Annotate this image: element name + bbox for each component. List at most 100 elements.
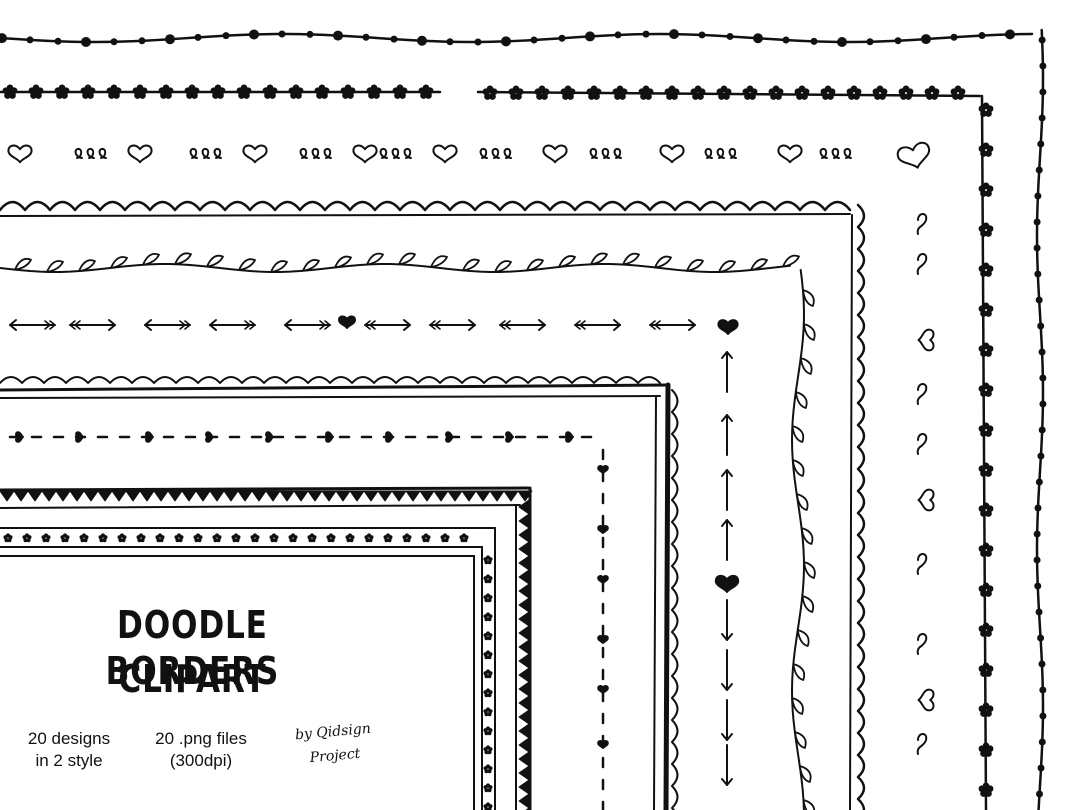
- heart-icon: [265, 431, 274, 443]
- leaf-icon: [238, 258, 256, 271]
- heart-icon: [325, 431, 334, 443]
- flower-icon: [898, 85, 914, 100]
- flower-icon: [136, 533, 146, 543]
- dot-icon: [698, 31, 706, 39]
- leaf-icon: [798, 765, 812, 783]
- flower-icon: [924, 85, 940, 100]
- leaf-icon: [302, 259, 320, 272]
- dot-icon: [614, 31, 622, 39]
- leaf-icon: [174, 252, 192, 266]
- arrow-icon: [538, 319, 546, 331]
- loop-icon: [916, 213, 928, 235]
- dot-icon: [1033, 530, 1041, 538]
- arrow-icon: [144, 319, 152, 331]
- flower-icon: [22, 533, 32, 543]
- heart-icon: [597, 465, 609, 474]
- leaf-icon: [791, 697, 804, 715]
- dot-icon: [1038, 36, 1046, 44]
- flower-icon: [402, 533, 412, 543]
- loop-icon: [503, 147, 512, 159]
- flower-icon: [483, 650, 493, 660]
- leaf-icon: [558, 255, 576, 268]
- flower-icon: [383, 533, 393, 543]
- loop-icon: [819, 147, 828, 159]
- heart-icon: [385, 431, 394, 443]
- dot-icon: [54, 37, 62, 45]
- dot-icon: [530, 36, 538, 44]
- flower-icon: [79, 533, 89, 543]
- flower-icon: [978, 462, 994, 477]
- leaf-icon: [334, 255, 352, 269]
- leaf-icon: [366, 252, 384, 266]
- leaf-icon: [526, 258, 544, 272]
- loop-icon: [916, 433, 928, 455]
- dot-icon: [165, 34, 175, 45]
- leaf-icon: [799, 357, 813, 375]
- flower-icon: [483, 688, 493, 698]
- dot-icon: [753, 33, 763, 44]
- dot-icon: [978, 32, 986, 40]
- double-line-border: [0, 376, 679, 810]
- dot-icon: [950, 33, 958, 41]
- flower-icon: [231, 533, 241, 543]
- leaf-icon: [792, 663, 806, 681]
- flower-icon: [98, 533, 108, 543]
- dot-icon: [249, 29, 259, 40]
- dashed-heart-border: [8, 431, 609, 810]
- loop-icon: [189, 147, 198, 159]
- dot-icon: [1039, 400, 1047, 408]
- dot-icon: [726, 32, 734, 40]
- heart-icon: [505, 431, 514, 443]
- flower-icon: [117, 533, 127, 543]
- heart-icon: [597, 575, 609, 584]
- dot-icon: [1038, 738, 1046, 746]
- flower-icon: [483, 764, 493, 774]
- flower-icon: [483, 745, 493, 755]
- flower-icon: [978, 302, 994, 317]
- dot-icon: [1039, 686, 1047, 694]
- leaf-icon: [46, 260, 64, 273]
- dot-icon: [138, 37, 146, 45]
- arrow-icon: [403, 319, 411, 331]
- heart-icon: [338, 315, 356, 329]
- title-line-2: CLIPART: [118, 657, 267, 701]
- flower-icon: [193, 533, 203, 543]
- loop-icon: [98, 147, 107, 159]
- flower-icon: [794, 85, 810, 100]
- heart-icon: [917, 688, 935, 712]
- flower-icon: [3, 533, 13, 543]
- flower-icon: [716, 85, 732, 100]
- dot-icon: [1039, 62, 1047, 70]
- arrow-icon: [721, 683, 733, 691]
- flower-icon: [250, 533, 260, 543]
- flower-box-border: [0, 527, 496, 810]
- loop-icon: [403, 147, 412, 159]
- leaf-icon: [622, 252, 640, 266]
- dot-icon: [1038, 348, 1046, 356]
- flower-icon: [174, 533, 184, 543]
- heart-icon: [714, 574, 740, 593]
- loop-icon: [704, 147, 713, 159]
- heart-icon: [432, 144, 458, 164]
- heart-icon: [15, 431, 24, 443]
- heart-icon: [659, 144, 685, 164]
- dot-icon: [1034, 504, 1042, 512]
- leaf-icon: [791, 425, 805, 443]
- flower-icon: [978, 182, 994, 197]
- dot-icon: [417, 35, 427, 46]
- loop-icon: [479, 147, 488, 159]
- leaf-icon: [78, 259, 96, 272]
- vine-border: [0, 252, 816, 810]
- flower-icon: [483, 726, 493, 736]
- leaf-icon: [793, 731, 807, 749]
- dot-icon: [585, 31, 595, 42]
- flower-icon: [950, 85, 966, 100]
- flower-icon: [820, 85, 836, 100]
- flower-icon: [742, 85, 758, 100]
- dot-icon: [894, 37, 902, 45]
- arrow-border: [9, 315, 740, 786]
- flower-icon: [421, 533, 431, 543]
- dot-icon: [110, 38, 118, 46]
- flower-icon: [440, 533, 450, 543]
